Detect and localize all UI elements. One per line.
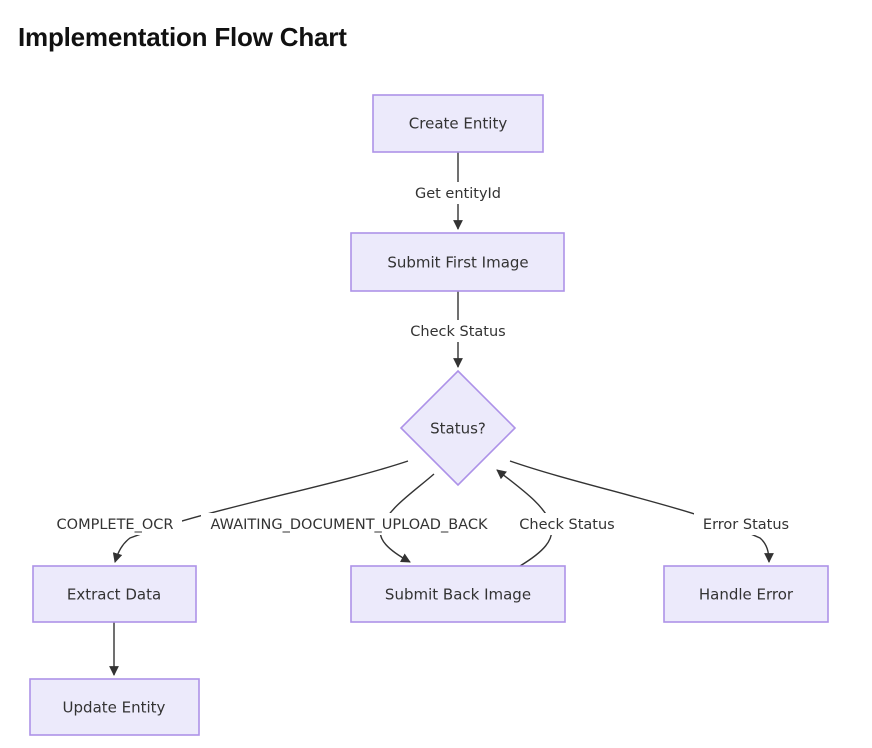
edge-label-text: Get entityId	[415, 186, 501, 202]
edge-label-awaiting-document-upload-back: AWAITING_DOCUMENT_UPLOAD_BACK	[201, 513, 497, 535]
node-label: Extract Data	[67, 586, 161, 604]
edge-label-text: Check Status	[410, 324, 505, 340]
edge-status-to-extract-data	[112, 460, 409, 563]
edge-label-text: Error Status	[703, 517, 789, 533]
page-title: Implementation Flow Chart	[18, 22, 347, 52]
edge-label-text: COMPLETE_OCR	[57, 517, 174, 533]
node-layer: Create Entity Submit First Image Status?…	[29, 94, 829, 736]
node-label: Create Entity	[409, 115, 508, 133]
edge-label-error-status: Error Status	[694, 513, 798, 535]
node-label: Submit First Image	[387, 254, 528, 272]
node-submit-first-image[interactable]: Submit First Image	[350, 232, 565, 292]
node-extract-data[interactable]: Extract Data	[32, 565, 197, 623]
edge-label-check-status-top: Check Status	[404, 320, 514, 342]
node-label: Submit Back Image	[385, 586, 531, 604]
edge-label-complete-ocr: COMPLETE_OCR	[48, 513, 182, 535]
edge-label-text: AWAITING_DOCUMENT_UPLOAD_BACK	[211, 517, 488, 533]
edge-label-get-entityid: Get entityId	[404, 182, 512, 204]
edge-label-check-status-loop: Check Status	[512, 513, 622, 535]
node-update-entity[interactable]: Update Entity	[29, 678, 200, 736]
node-create-entity[interactable]: Create Entity	[372, 94, 544, 153]
node-label: Status?	[430, 420, 486, 438]
node-submit-back-image[interactable]: Submit Back Image	[350, 565, 566, 623]
edge-label-layer: Get entityId Check Status COMPLETE_OCR A…	[48, 182, 798, 535]
node-label: Update Entity	[63, 699, 166, 717]
edge-label-text: Check Status	[519, 517, 614, 533]
node-status-decision[interactable]: Status?	[399, 369, 517, 487]
edge-status-to-handle-error	[509, 460, 774, 563]
node-handle-error[interactable]: Handle Error	[663, 565, 829, 623]
node-label: Handle Error	[699, 586, 794, 604]
